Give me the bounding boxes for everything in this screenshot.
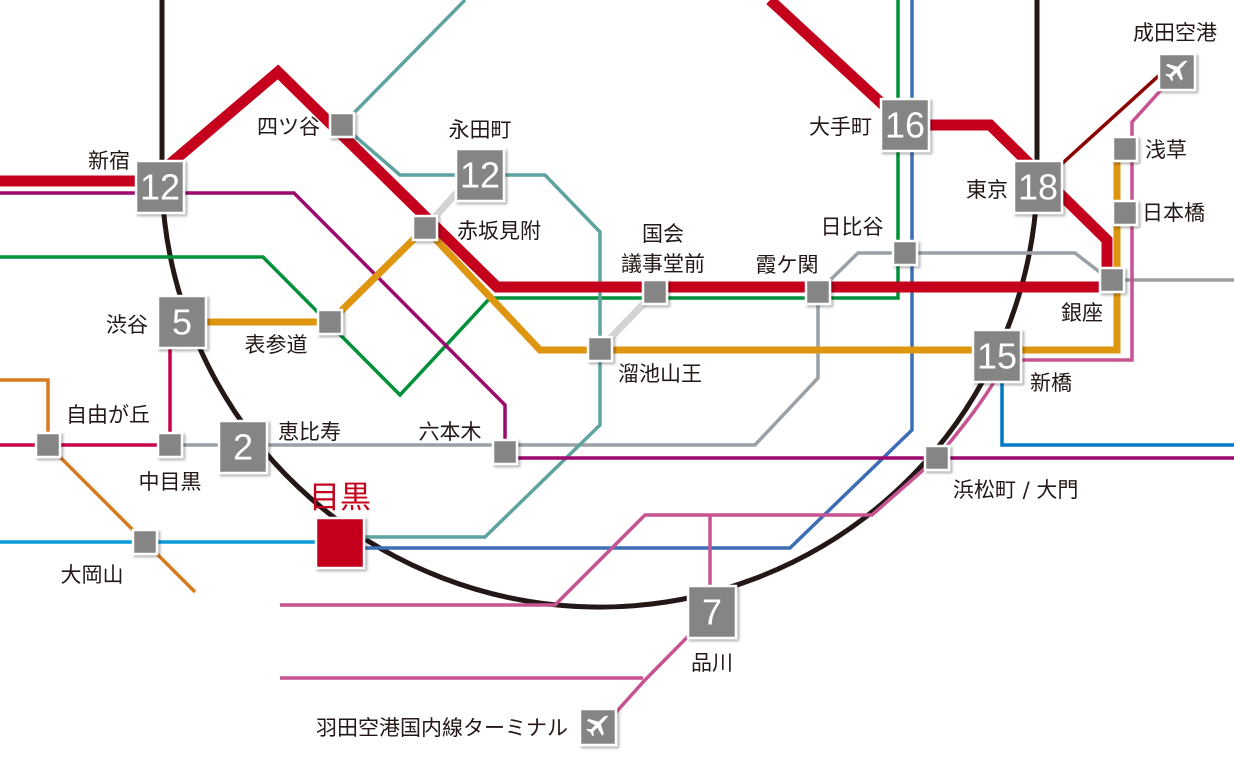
station-label: 国会	[642, 222, 684, 246]
station-jiyugaoka[interactable]: 自由が丘	[34, 403, 150, 459]
station-label: 大手町	[809, 115, 872, 139]
station-nagatacho[interactable]: 12 永田町	[449, 118, 512, 203]
station-label: 浜松町 / 大門	[953, 478, 1078, 502]
travel-minutes: 12	[460, 155, 500, 196]
station-tameike-sanno[interactable]: 溜池山王	[586, 335, 702, 386]
line-skyliner	[1053, 68, 1167, 172]
station-kasumigaseki[interactable]: 霞ケ関	[756, 253, 832, 306]
station-meguro-current[interactable]: 目黒	[309, 480, 371, 570]
line-asakusa	[280, 78, 1172, 732]
station-shibuya[interactable]: 5 渋谷	[106, 294, 208, 350]
station-label: 日本橋	[1142, 201, 1205, 225]
station-label: 議事堂前	[621, 252, 705, 276]
station-label: 成田空港	[1133, 21, 1217, 45]
station-label: 中目黒	[139, 470, 202, 494]
station-nakameguro[interactable]: 中目黒	[139, 431, 202, 494]
station-hamamatsucho-daimon[interactable]: 浜松町 / 大門	[923, 444, 1078, 502]
station-label: 渋谷	[106, 313, 148, 337]
travel-minutes: 7	[702, 592, 722, 633]
line-ginza	[182, 150, 1121, 354]
station-kokkai-gijidomae[interactable]: 国会 議事堂前	[621, 222, 705, 306]
station-label: 自由が丘	[66, 403, 150, 427]
line-oedo	[0, 191, 1234, 460]
station-yotsuya[interactable]: 四ツ谷	[257, 111, 356, 139]
station-label: 東京	[966, 178, 1008, 202]
station-ebisu[interactable]: 2 恵比寿	[217, 419, 341, 475]
station-shinjuku[interactable]: 12 新宿	[88, 149, 186, 215]
station-label: 日比谷	[821, 215, 884, 239]
travel-minutes: 12	[140, 167, 180, 208]
station-shinagawa[interactable]: 7 品川	[686, 584, 738, 675]
line-oimachi	[0, 378, 197, 594]
station-label: 六本木	[419, 420, 482, 444]
rail-lines	[0, 0, 1234, 732]
station-label: 銀座	[1061, 301, 1103, 325]
travel-minutes: 18	[1018, 167, 1058, 208]
station-label: 新宿	[88, 149, 130, 173]
travel-minutes: 15	[977, 336, 1017, 377]
station-nihonbashi[interactable]: 日本橋	[1111, 199, 1205, 227]
station-label: 永田町	[449, 118, 512, 142]
station-label: 浅草	[1145, 138, 1187, 162]
stations: 成田空港 12 新宿 四ツ谷 12 永田町 赤坂見附 国会 議事堂前 霞ケ関	[34, 21, 1217, 747]
station-asakusa[interactable]: 浅草	[1111, 135, 1187, 163]
station-label: 赤坂見附	[457, 219, 541, 243]
station-label: 大岡山	[61, 563, 124, 587]
station-roppongi[interactable]: 六本木	[419, 420, 519, 466]
station-label: 羽田空港国内線ターミナル	[316, 716, 568, 740]
station-ginza[interactable]: 銀座	[1061, 266, 1126, 325]
line-mita	[365, 0, 914, 550]
line-yurikamome	[1000, 375, 1234, 447]
station-label: 溜池山王	[618, 362, 702, 386]
station-shimbashi[interactable]: 15 新橋	[971, 328, 1072, 395]
station-label: 霞ケ関	[756, 253, 819, 277]
station-label: 品川	[691, 651, 733, 675]
station-ookayama[interactable]: 大岡山	[61, 528, 159, 587]
station-label: 恵比寿	[278, 420, 341, 444]
travel-minutes: 5	[172, 302, 192, 343]
current-station-label: 目黒	[309, 480, 371, 516]
station-akasaka-mitsuke[interactable]: 赤坂見附	[411, 214, 541, 243]
station-narita[interactable]: 成田空港	[1133, 21, 1217, 92]
station-omotesando[interactable]: 表参道	[245, 308, 344, 357]
station-tokyo[interactable]: 18 東京	[966, 159, 1064, 215]
station-otemachi[interactable]: 16 大手町	[809, 97, 931, 153]
station-label: 四ツ谷	[257, 115, 320, 139]
station-haneda[interactable]: 羽田空港国内線ターミナル	[316, 707, 618, 747]
travel-minutes: 2	[233, 427, 253, 468]
station-label: 表参道	[245, 333, 308, 357]
station-label: 新橋	[1030, 371, 1072, 395]
station-hibiya[interactable]: 日比谷	[821, 215, 919, 267]
travel-minutes: 16	[885, 105, 925, 146]
